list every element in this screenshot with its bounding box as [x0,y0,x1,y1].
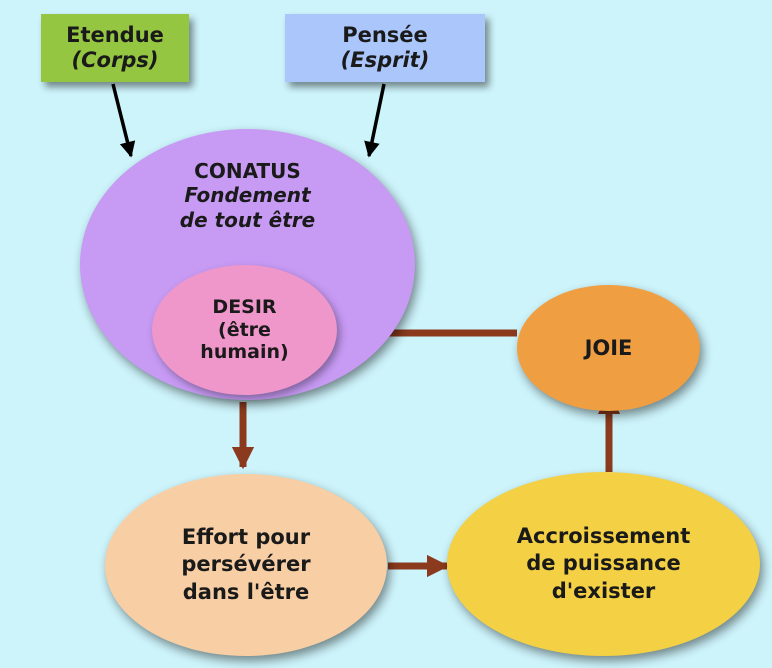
accroissement-ellipse: Accroissement de puissance d'exister [447,472,760,656]
etendue-box: Etendue (Corps) [41,14,189,82]
joie-ellipse: JOIE [517,285,700,411]
effort-line1: Effort pour [181,525,311,550]
desir-line2: humain) [200,341,289,364]
pensee-box: Pensée (Esprit) [285,14,485,82]
accroissement-line2: de puissance [526,551,681,576]
joie-title: JOIE [584,335,633,360]
arrow-etendue-to-conatus [111,83,136,158]
desir-title: DESIR [212,296,277,319]
arrow-pensee-to-conatus [364,83,386,158]
conatus-title: CONATUS [194,159,301,183]
effort-line2: persévérer [181,552,311,577]
effort-line3: dans l'être [182,579,310,604]
conatus-line2: de tout être [179,207,316,232]
conatus-line1: Fondement [184,183,311,208]
accroissement-line1: Accroissement [516,524,691,549]
etendue-subtitle: (Corps) [71,48,159,72]
pensee-subtitle: (Esprit) [340,48,430,72]
accroissement-line3: d'exister [551,578,656,603]
etendue-title: Etendue [66,23,164,48]
desir-ellipse: DESIR (être humain) [152,265,337,395]
pensee-title: Pensée [342,23,428,48]
effort-ellipse: Effort pour persévérer dans l'être [105,474,387,656]
desir-line1: (être [218,318,271,341]
